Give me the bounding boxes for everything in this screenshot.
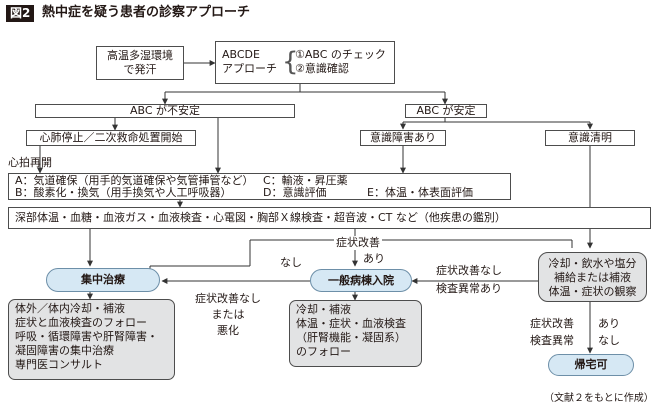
node-general-ward-detail: 冷却・補液 体温・症状・血液検査 （肝腎機能・凝固系） のフォロー: [289, 300, 422, 367]
node-intensive-care-detail: 体外／体内冷却・補液 症状と血液検査のフォロー 呼吸・循環障害や肝腎障害・ 凝固…: [8, 299, 175, 380]
node-impaired-consciousness: 意識障害あり: [360, 130, 446, 146]
ward-detail-line-3: （肝腎機能・凝固系）: [296, 331, 406, 344]
edge-label-yes-no-line-1: あり: [598, 317, 620, 330]
node-cardiac-arrest: 心肺停止／二次救命処置開始: [26, 130, 196, 146]
abcde-label-line-1: ABCDE: [222, 48, 260, 61]
icu-detail-line-3: 呼吸・循環障害や肝腎障害・: [15, 330, 158, 343]
edge-label-yes-no-line-2: なし: [598, 334, 620, 347]
edge-label-worse-line-3: 悪化: [217, 324, 239, 337]
edge-label-no-improve-or-worse: 症状改善なし または 悪化: [195, 291, 261, 339]
node-abc-stable: ABC が安定: [405, 104, 487, 118]
label-rosc: 心拍再開: [8, 156, 52, 169]
node-abcde-approach: ABCDE アプローチ { ①ABC のチェック ②意識確認: [215, 41, 395, 84]
edge-label-worse-line-1: 症状改善なし: [195, 292, 261, 305]
abcde-step-1: ①ABC のチェック: [295, 48, 386, 61]
node-discharge: 帰宅可: [548, 354, 634, 376]
edge-label-yes-no: あり なし: [598, 315, 620, 349]
edge-label-improve-abnormal-line-1: 症状改善: [530, 317, 574, 330]
icu-detail-line-4: 凝固障害の集中治療: [15, 344, 114, 357]
node-clear-consciousness: 意識清明: [545, 130, 635, 146]
node-environment-line-1: 高温多湿環境: [107, 49, 173, 62]
detail-a: A：気道確保（用手的気道確保や気管挿管など）: [15, 174, 254, 187]
node-abc-unstable: ABC が不安定: [35, 104, 295, 118]
detail-c: C：輸液・昇圧薬: [263, 174, 348, 187]
edge-label-improve: 症状改善: [334, 236, 382, 250]
edge-label-improve-abnormal: 症状改善 検査異常: [530, 315, 574, 349]
ward-detail-line-2: 体温・症状・血液検査: [296, 317, 406, 330]
home-care-line-3: 体温・症状の観察: [548, 285, 637, 298]
ward-detail-line-1: 冷却・補液: [296, 303, 351, 316]
figure-badge: 図2: [6, 5, 35, 22]
abcde-step-2: ②意識確認: [295, 62, 349, 75]
node-environment: 高温多湿環境 で発汗: [96, 46, 184, 80]
node-home-care: 冷却・飲水や塩分 補給または補液 体温・症状の観察: [538, 252, 647, 302]
detail-e: E：体温・体表面評価: [367, 186, 473, 199]
abcde-steps: ①ABC のチェック ②意識確認: [295, 48, 386, 76]
figure-title: 熱中症を疑う患者の診察アプローチ: [42, 5, 251, 20]
edge-label-no-improve-abnormal: 症状改善なし 検査異常あり: [436, 262, 502, 298]
edge-label-no-improve-abnormal-line-1: 症状改善なし: [436, 264, 502, 277]
abcde-label: ABCDE アプローチ: [222, 48, 277, 76]
detail-b: B：酸素化・換気（用手換気や人工呼吸器）: [15, 186, 232, 199]
ward-detail-line-4: のフォロー: [296, 345, 351, 358]
abcde-brace: {: [282, 47, 299, 77]
node-intensive-care: 集中治療: [46, 268, 160, 292]
home-care-line-2: 補給または補液: [554, 271, 631, 284]
edge-label-yes: あり: [363, 252, 385, 265]
edge-label-worse-line-2: または: [211, 308, 245, 321]
icu-detail-line-5: 専門医コンサルト: [15, 358, 103, 371]
edge-label-no-improve-abnormal-line-2: 検査異常あり: [436, 282, 502, 295]
abcde-label-line-2: アプローチ: [222, 62, 277, 75]
node-general-ward: 一般病棟入院: [310, 269, 412, 292]
node-environment-line-2: で発汗: [123, 63, 157, 76]
source-note: （文献２をもとに作成）: [544, 393, 654, 404]
detail-d: D：意識評価: [263, 186, 327, 199]
home-care-line-1: 冷却・飲水や塩分: [548, 257, 637, 270]
icu-detail-line-1: 体外／体内冷却・補液: [15, 302, 125, 315]
node-tests: 深部体温・血糖・血液ガス・血液検査・心電図・胸部Ｘ線検査・超音波・CT など（他…: [8, 207, 651, 229]
icu-detail-line-2: 症状と血液検査のフォロー: [15, 316, 147, 329]
edge-label-improve-abnormal-line-2: 検査異常: [530, 334, 574, 347]
node-abcde-detail: A：気道確保（用手的気道確保や気管挿管など） B：酸素化・換気（用手換気や人工呼…: [8, 173, 511, 200]
edge-label-no: なし: [280, 256, 302, 269]
